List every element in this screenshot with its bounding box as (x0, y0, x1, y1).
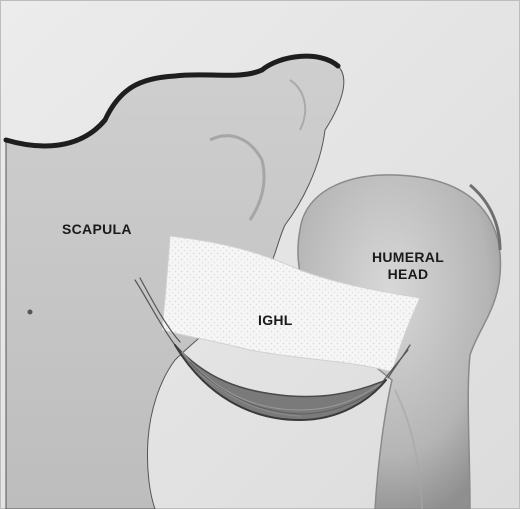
humeral-head-label-line2: HEAD (362, 266, 454, 283)
scapula-label: SCAPULA (62, 221, 132, 238)
humeral-head-label: HUMERAL HEAD (362, 249, 454, 283)
ighl-label: IGHL (258, 312, 293, 329)
humeral-head-label-line1: HUMERAL (362, 249, 454, 266)
